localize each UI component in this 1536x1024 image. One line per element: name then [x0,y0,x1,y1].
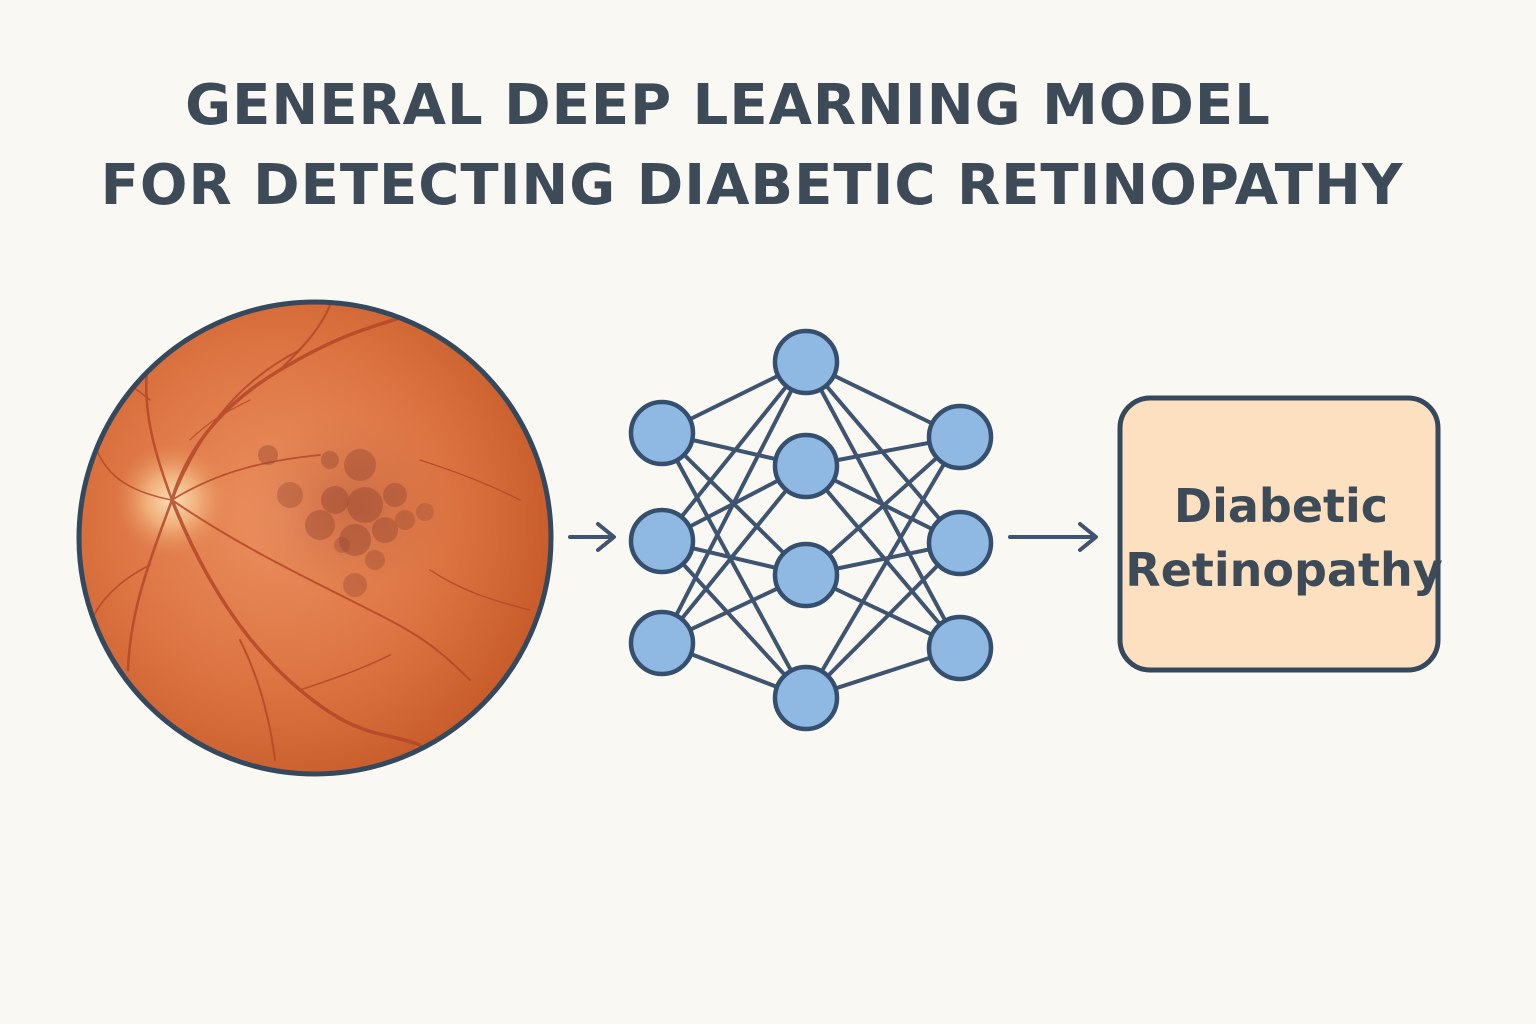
output-label-line-2: Retinopathy [1125,543,1442,597]
network-node-output-2 [926,509,994,577]
network-edge-input3-to-hidden2 [660,464,808,645]
title-line-2: FOR DETECTING DIABETIC RETINOPATHY [101,153,1404,218]
network-node-output-1 [926,403,994,471]
output-label-line-1: Diabetic [1174,479,1388,533]
network-node-input-1 [628,399,696,467]
network-node-hidden-2 [772,432,840,500]
neural-network [628,328,994,732]
lesions [258,445,434,597]
title-line-1: GENERAL DEEP LEARNING MODEL [185,73,1271,138]
network-nodes [628,328,994,732]
network-node-hidden-4 [772,664,840,732]
network-node-hidden-1 [772,328,840,396]
network-edge-hidden3-to-output1 [804,435,962,577]
output-box: Diabetic Retinopathy [1117,395,1443,673]
network-edges [660,360,962,700]
arrow-to-network [568,522,616,552]
network-edge-input3-to-hidden1 [660,361,808,644]
network-node-output-3 [926,614,994,682]
network-node-hidden-3 [772,541,840,609]
network-node-input-3 [628,609,696,677]
network-edge-input2-to-hidden1 [660,360,808,543]
network-node-input-2 [628,507,696,575]
network-edge-input1-to-hidden4 [660,432,808,699]
network-edge-hidden4-to-output1 [804,435,962,700]
retina-fundus-image [76,299,554,777]
network-edge-hidden4-to-output2 [804,541,962,700]
arrow-to-output [1008,522,1098,552]
network-edge-input2-to-hidden4 [660,539,808,700]
